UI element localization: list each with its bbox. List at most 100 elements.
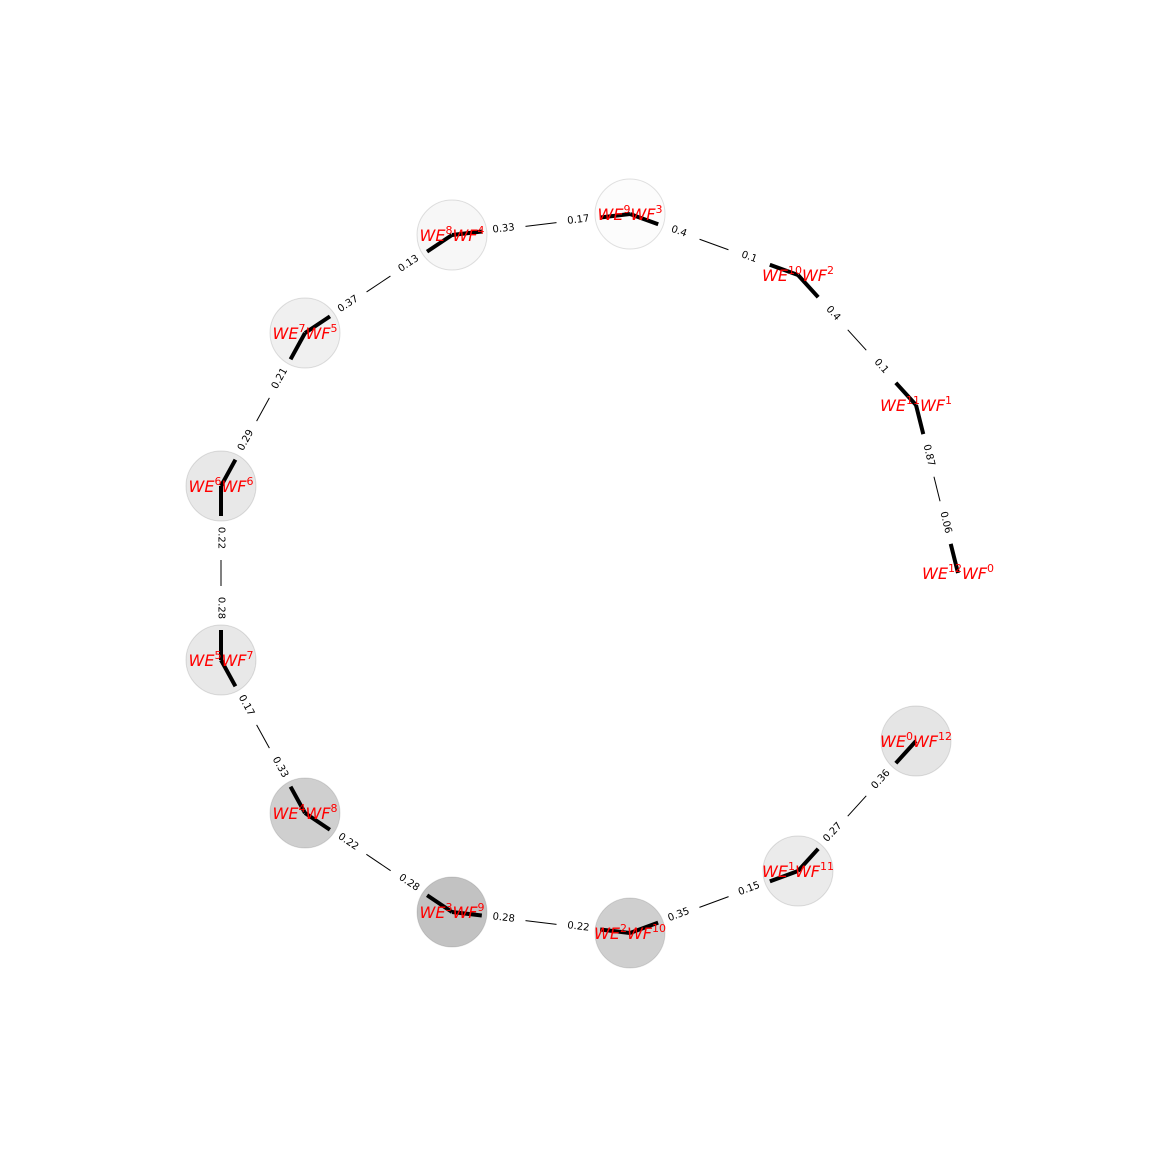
edge-weight-bg [664, 904, 694, 926]
node-label-base: WE [880, 732, 907, 751]
node-label-exponent: 9 [623, 203, 630, 216]
node-label-exponent: 8 [330, 802, 337, 815]
edge-stub [769, 869, 799, 884]
node-label-n1: WE1WF11 [762, 860, 834, 881]
node-label-base: WF [913, 732, 939, 751]
node-label-n8: WE8WF4 [420, 224, 485, 245]
edge-n11-n10 [796, 273, 918, 407]
edge-weight-bg [490, 221, 518, 237]
node-label-n7: WE7WF5 [273, 322, 338, 343]
node-label-exponent: 12 [948, 562, 962, 575]
nodes-layer [185, 178, 952, 969]
node-label-base: WE [189, 651, 216, 670]
node-label-exponent: 7 [298, 322, 305, 335]
edge-weight-bg [333, 829, 363, 855]
edge-stub [599, 927, 631, 935]
node-label-n3: WE3WF9 [420, 901, 485, 922]
node-label-exponent: 0 [987, 562, 994, 575]
node-label-base: WF [630, 205, 656, 224]
edge-weight-bg [215, 525, 227, 551]
node-n5 [185, 624, 257, 696]
node-label-n4: WE4WF8 [273, 802, 338, 823]
edge-weight-bg [394, 251, 423, 277]
edge-n4-n3 [303, 811, 454, 914]
edge-weight-label: 0.33 [492, 222, 515, 236]
edge-line [699, 896, 729, 908]
edge-n5-n4 [219, 659, 307, 814]
edge-weight-bg [334, 291, 363, 317]
edge-line [256, 397, 270, 422]
edge-weight-bg [936, 508, 955, 537]
edge-weight-label: 0.1 [740, 249, 759, 265]
edge-weight-bg [234, 426, 258, 455]
edge-weight-bg [564, 212, 592, 228]
edge-weight-label: 0.4 [670, 224, 689, 240]
edge-weight-bg [819, 818, 847, 847]
node-label-base: WF [802, 266, 828, 285]
edge-stub [769, 262, 799, 277]
node-label-base: WF [221, 651, 247, 670]
node-label-exponent: 5 [330, 322, 337, 335]
edge-n1-n0 [796, 739, 918, 873]
edge-weight-bg [234, 691, 258, 720]
edge-weight-label: 0.06 [937, 510, 953, 534]
node-label-base: WE [273, 804, 300, 823]
node-label-base: WE [420, 226, 447, 245]
node-label-exponent: 3 [445, 901, 452, 914]
edge-stub [303, 811, 332, 832]
edge-line [256, 724, 270, 749]
edge-stub [629, 920, 659, 935]
node-label-base: WE [880, 396, 907, 415]
node-label-exponent: 0 [906, 730, 913, 743]
edge-weight-label: 0.28 [492, 911, 515, 925]
node-label-n0: WE0WF12 [880, 730, 952, 751]
node-label-base: WF [452, 903, 478, 922]
edge-line [847, 795, 867, 817]
node-label-exponent: 2 [620, 922, 627, 935]
edge-n3-n2 [451, 910, 631, 935]
edge-stub [219, 458, 238, 487]
edge-line [525, 920, 557, 925]
node-label-exponent: 1 [788, 860, 795, 873]
node-label-base: WE [598, 205, 625, 224]
edge-weight-label: 0.28 [216, 597, 227, 619]
node-label-exponent: 11 [906, 394, 920, 407]
node-label-n6: WE6WF6 [189, 475, 254, 496]
edge-line [366, 853, 391, 872]
edge-weight-bg [268, 364, 292, 393]
node-label-base: WF [305, 804, 331, 823]
node-labels-layer: WE0WF12WE1WF11WE2WF10WE3WF9WE4WF8WE5WF7W… [189, 203, 994, 943]
edge-weight-bg [819, 299, 847, 328]
edges-layer [219, 212, 960, 935]
node-label-exponent: 5 [214, 649, 221, 662]
edge-stub [219, 659, 238, 688]
node-label-n9: WE9WF3 [598, 203, 663, 224]
node-label-base: WF [920, 396, 946, 415]
node-label-base: WF [305, 324, 331, 343]
edge-weight-bg [867, 352, 895, 381]
node-n0 [880, 705, 952, 777]
node-label-base: WE [420, 903, 447, 922]
edge-line [847, 329, 867, 351]
node-label-n2: WE2WF10 [594, 922, 666, 943]
edge-stub [948, 543, 960, 574]
edge-weight-label: 0.22 [216, 527, 227, 549]
edge-stub [796, 847, 820, 873]
node-label-base: WE [594, 924, 621, 943]
edge-n8-n7 [303, 233, 454, 335]
node-n7 [269, 297, 341, 369]
edge-weight-bg [268, 753, 292, 782]
node-label-exponent: 11 [820, 860, 834, 873]
node-label-n10: WE10WF2 [762, 264, 834, 285]
node-label-exponent: 7 [246, 649, 253, 662]
edge-stub [451, 229, 483, 237]
node-label-exponent: 4 [477, 224, 484, 237]
edge-n12-n11 [914, 404, 960, 574]
edge-stub [796, 273, 820, 299]
edge-stub [288, 785, 307, 814]
edge-weight-label: 0.17 [236, 693, 256, 718]
node-label-exponent: 6 [246, 475, 253, 488]
edge-line [525, 222, 557, 227]
node-label-n11: WE11WF1 [880, 394, 952, 415]
